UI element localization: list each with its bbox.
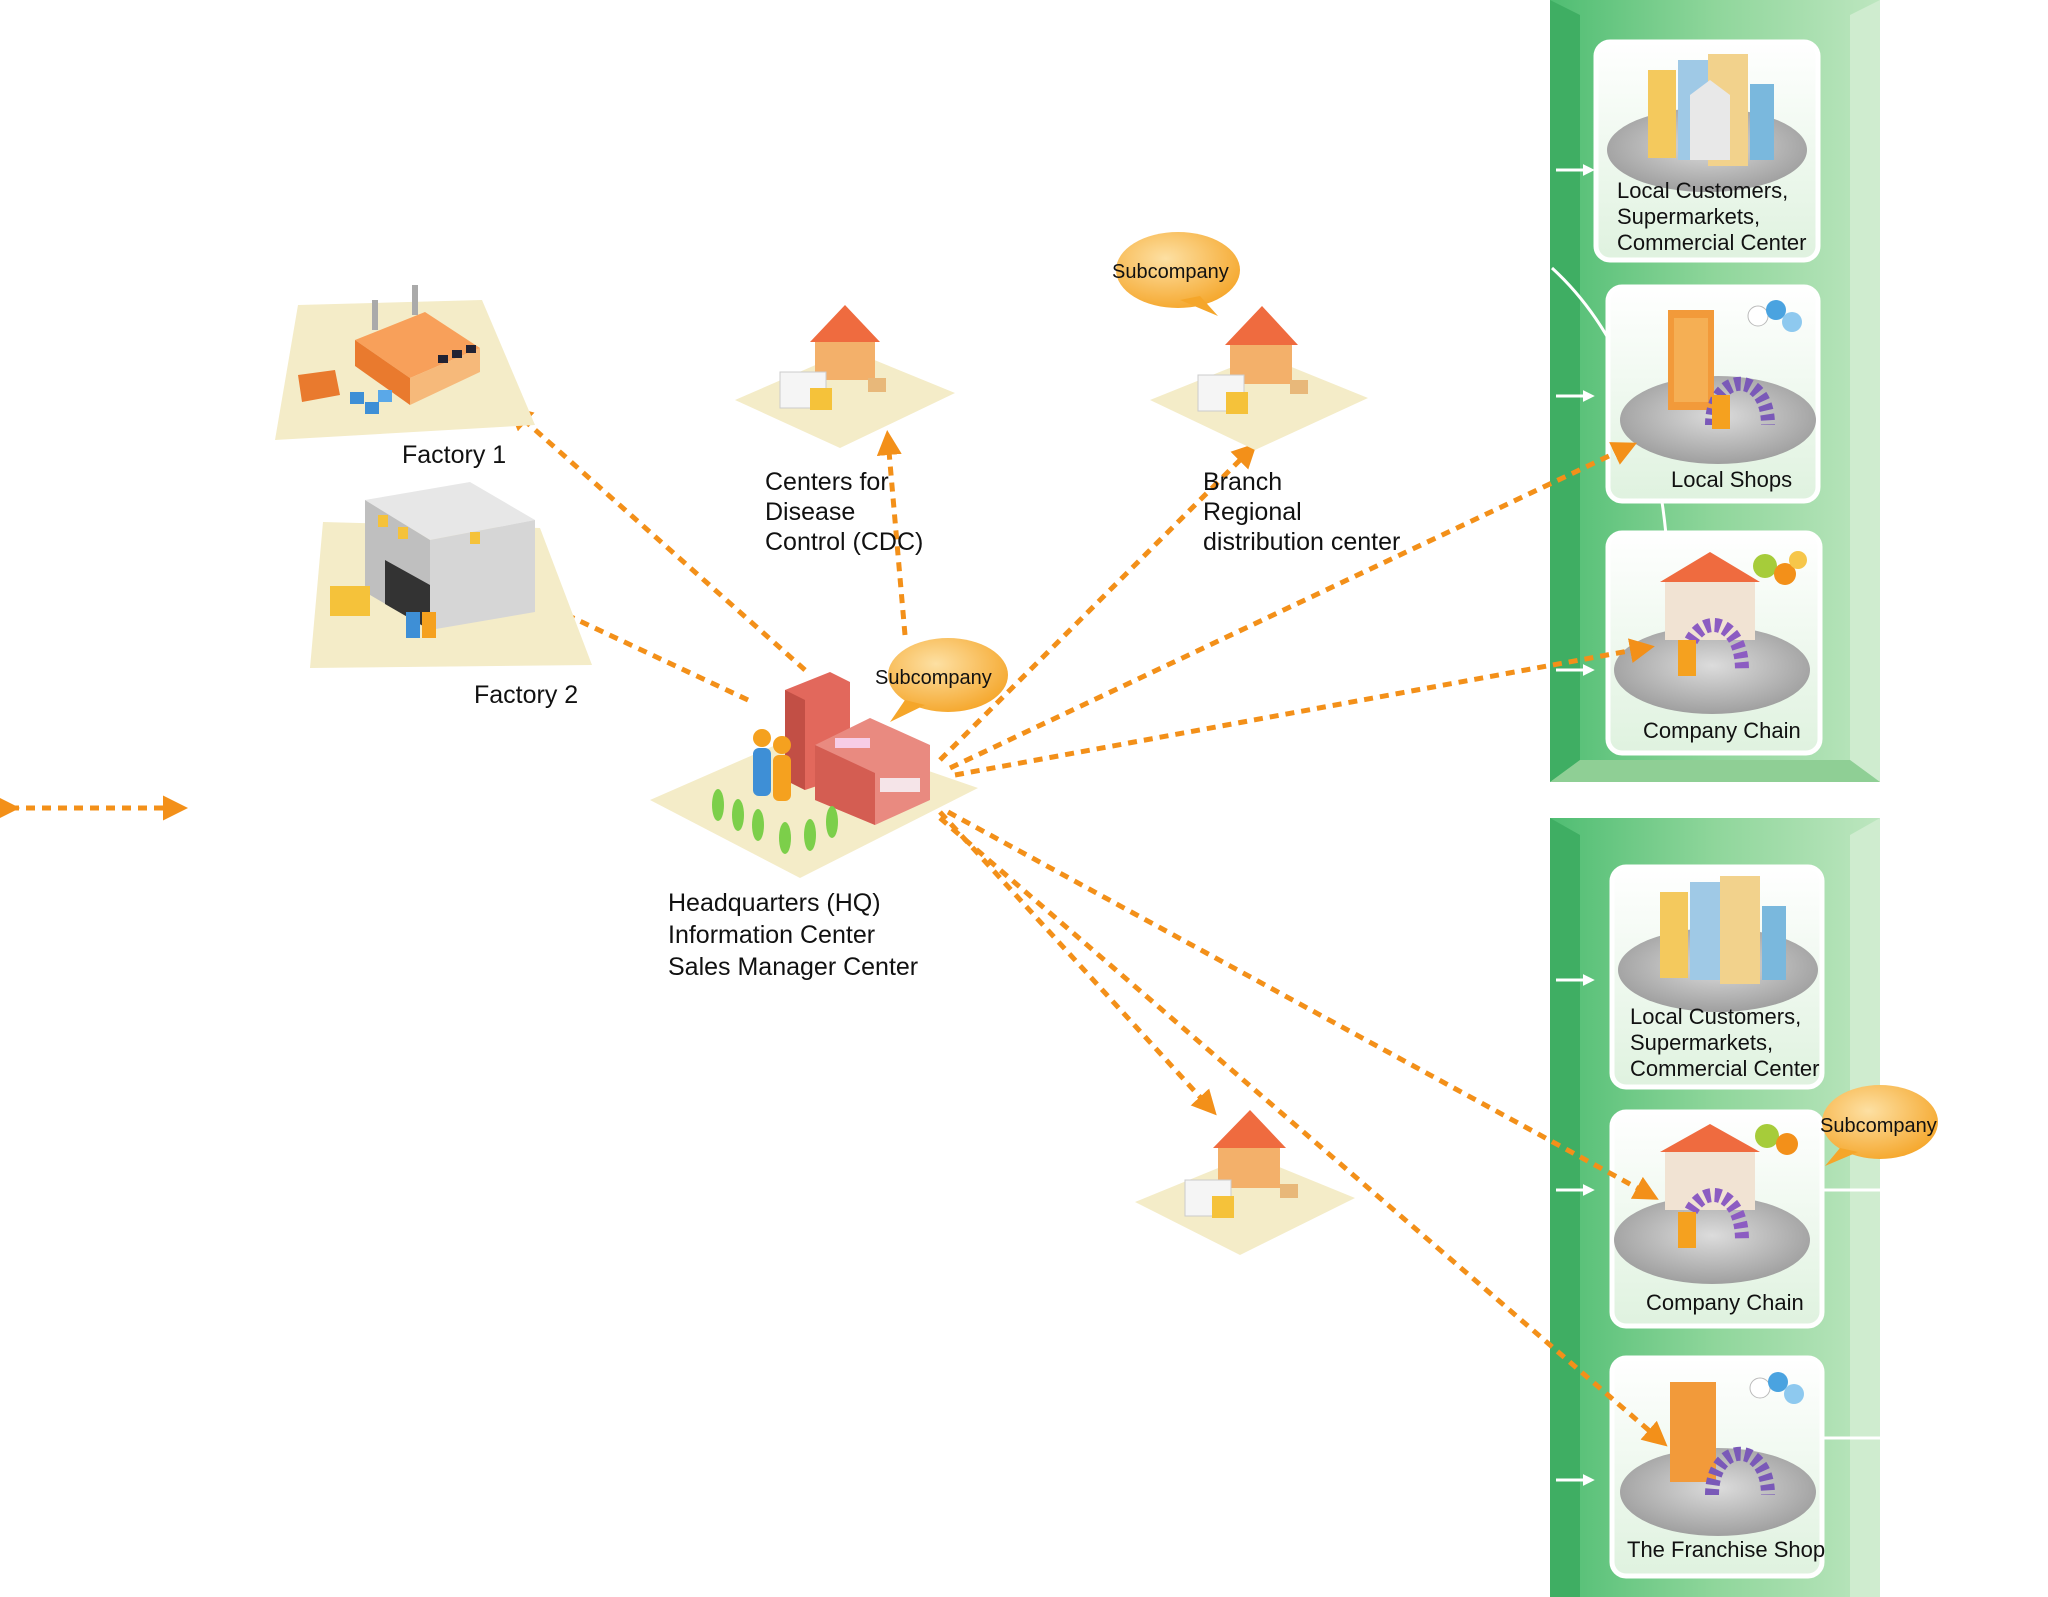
trees-icon xyxy=(712,789,838,854)
branch-label: Branch Regional distribution center xyxy=(1203,468,1400,556)
card-bottom-1[interactable]: Local Customers, Supermarkets, Commercia… xyxy=(1609,864,1825,1090)
subcompany-bubble-chain: Subcompany xyxy=(1820,1085,1938,1166)
card-top-2-label: Local Shops xyxy=(1671,467,1792,492)
warehouse-node[interactable] xyxy=(1135,1110,1355,1255)
card-bottom-3-label: The Franchise Shop xyxy=(1627,1537,1825,1562)
chain-store-icon xyxy=(1660,1124,1760,1248)
hq-building-icon xyxy=(785,672,930,825)
card-top-2[interactable]: Local Shops xyxy=(1605,284,1821,504)
card-top-3[interactable]: Company Chain xyxy=(1605,530,1823,756)
house-truck-icon xyxy=(1197,306,1308,414)
card-top-1[interactable]: Local Customers, Supermarkets, Commercia… xyxy=(1593,39,1821,263)
balloons-icon xyxy=(1753,551,1807,585)
chain-store-icon xyxy=(1660,552,1760,676)
house-truck-icon xyxy=(1184,1110,1298,1218)
balloons-icon xyxy=(1747,300,1802,332)
shop-building-icon xyxy=(1668,310,1714,410)
card-bottom-2-label: Company Chain xyxy=(1646,1290,1804,1315)
factory-icon xyxy=(298,285,480,414)
card-top-3-label: Company Chain xyxy=(1643,718,1801,743)
card-bottom-1-label: Local Customers, Supermarkets, Commercia… xyxy=(1630,1004,1820,1081)
card-top-1-label: Local Customers, Supermarkets, Commercia… xyxy=(1617,178,1807,255)
panel-connectors xyxy=(1550,164,1882,1486)
balloons-icon xyxy=(1755,1124,1798,1155)
subcompany-text: Subcompany xyxy=(875,667,992,689)
subcompany-bubble-hq: Subcompany xyxy=(875,638,1008,722)
cdc-label: Centers for Disease Control (CDC) xyxy=(765,468,923,556)
card-bottom-2[interactable]: Company Chain xyxy=(1609,1109,1825,1329)
balloon-arch-icon xyxy=(1705,376,1775,429)
hq-label: Headquarters (HQ) Information Center Sal… xyxy=(668,889,918,981)
factory-1[interactable]: Factory 1 xyxy=(275,285,535,469)
subcompany-text: Subcompany xyxy=(1820,1115,1937,1137)
subcompany-text: Subcompany xyxy=(1112,261,1229,283)
balloons-icon xyxy=(1749,1372,1804,1404)
warehouse-icon xyxy=(330,482,535,638)
people-icon xyxy=(753,729,791,801)
factory-2[interactable]: Factory 2 xyxy=(310,482,592,709)
cdc-node[interactable]: Centers for Disease Control (CDC) xyxy=(735,305,955,556)
card-bottom-3[interactable]: The Franchise Shop xyxy=(1609,1355,1825,1579)
branch-node[interactable]: Branch Regional distribution center xyxy=(1150,306,1400,556)
house-truck-icon xyxy=(779,305,886,410)
shop-building-icon xyxy=(1670,1382,1716,1482)
factory-1-label: Factory 1 xyxy=(402,441,506,469)
factory-2-label: Factory 2 xyxy=(474,681,578,709)
headquarters-node[interactable]: Headquarters (HQ) Information Center Sal… xyxy=(650,672,978,981)
balloon-arch-icon xyxy=(1705,1446,1775,1496)
city-buildings-icon xyxy=(1660,876,1786,984)
city-buildings-icon xyxy=(1648,54,1774,166)
subcompany-bubble-branch: Subcompany xyxy=(1112,232,1240,316)
